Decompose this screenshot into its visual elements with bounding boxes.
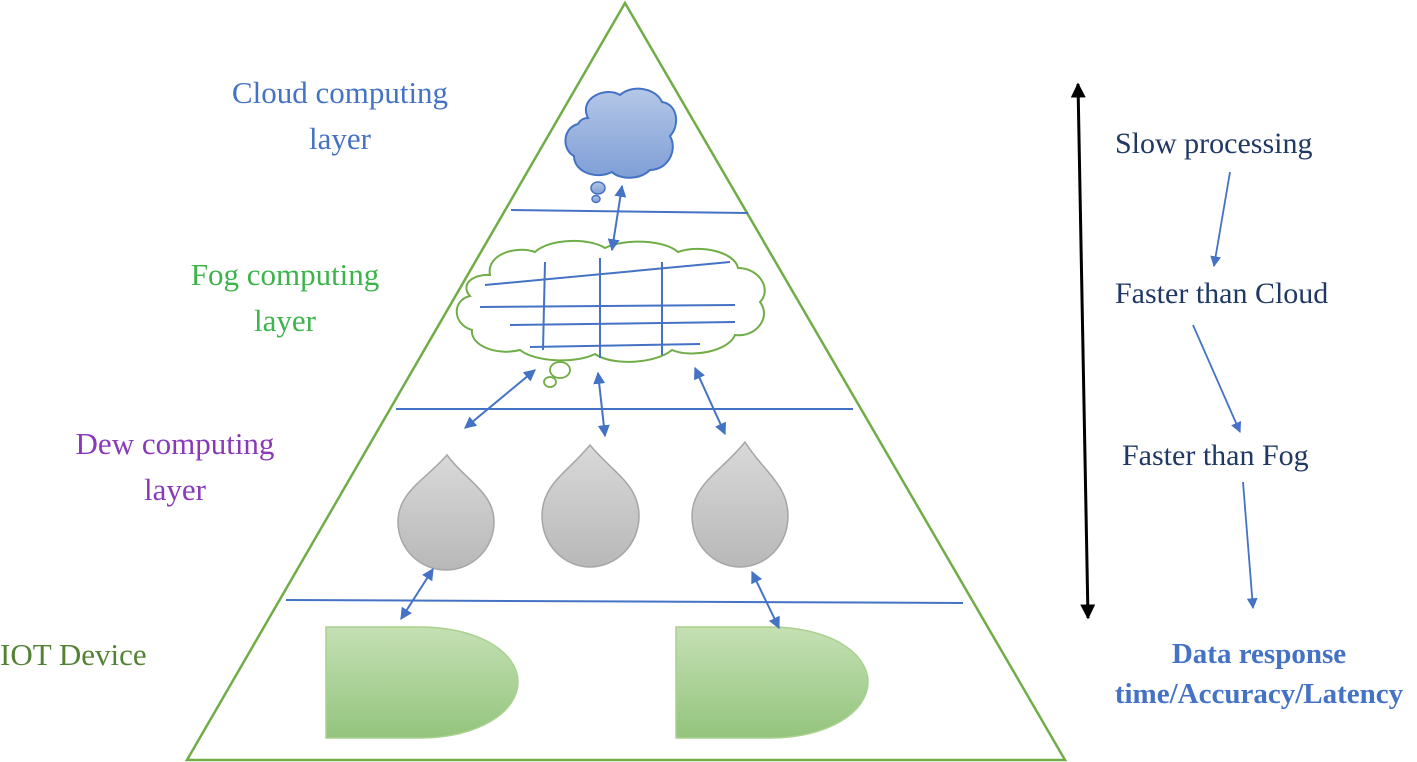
speed-step-faster-than-cloud: Faster than Cloud xyxy=(1115,277,1329,310)
iot-device-icon-2 xyxy=(675,626,869,739)
divider-cloud-fog xyxy=(510,209,749,214)
cloud-icon xyxy=(564,87,678,204)
metric-label-line2: time/Accuracy/Latency xyxy=(1114,678,1404,710)
dew-layer-label-line2: layer xyxy=(144,472,206,507)
metric-label-line1: Data response xyxy=(1171,638,1347,670)
speed-step-slow: Slow processing xyxy=(1115,127,1313,160)
dew-drop-icon-2 xyxy=(541,443,640,568)
dew-drop-icon-3 xyxy=(691,440,789,568)
scale-arrow xyxy=(1070,82,1096,620)
flow-arrow-3 xyxy=(1242,481,1258,610)
metric-label: Data response time/Accuracy/Latency xyxy=(1098,634,1417,714)
iot-device-label: IOT Device xyxy=(0,632,170,678)
connector-fog-dew-2 xyxy=(593,371,610,438)
connector-dew-iot-1 xyxy=(400,567,434,621)
dew-layer-label: Dew computing layer xyxy=(35,421,315,513)
dew-layer-label-line1: Dew computing xyxy=(75,426,275,461)
flow-arrow-1 xyxy=(1210,171,1231,268)
iot-device-label-text: IOT Device xyxy=(0,637,147,672)
cloud-layer-label: Cloud computing layer xyxy=(200,70,480,162)
iot-device-icon-1 xyxy=(325,626,519,739)
fog-layer-label-line2: layer xyxy=(254,303,316,338)
speed-step-faster-than-fog: Faster than Fog xyxy=(1122,439,1309,472)
connector-dew-iot-2 xyxy=(751,570,780,630)
connector-fog-dew-3 xyxy=(694,366,726,436)
divider-dew-iot xyxy=(285,599,964,604)
pyramid-outline xyxy=(184,0,1068,762)
cloud-layer-label-line1: Cloud computing xyxy=(231,75,449,110)
connector-fog-dew-1 xyxy=(464,369,536,429)
cloud-layer-label-line2: layer xyxy=(309,121,371,156)
connector-cloud-fog xyxy=(607,184,627,252)
dew-drop-icon-1 xyxy=(397,453,495,571)
fog-layer-label-line1: Fog computing xyxy=(190,257,380,292)
fog-layer-label: Fog computing layer xyxy=(140,252,430,344)
flow-arrow-2 xyxy=(1192,324,1242,433)
fog-icon xyxy=(455,239,766,388)
